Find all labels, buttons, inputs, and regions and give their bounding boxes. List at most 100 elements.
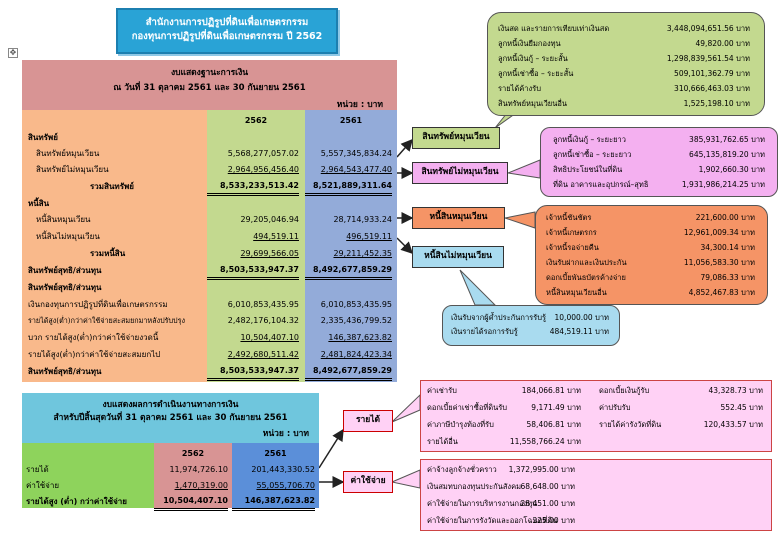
expense-callout: ค่าจ้างลูกจ้างชั่วคราว 1,372,995.00 บาทเง… [420,459,772,531]
row-label: รายได้สูง(ต่ำ)กว่าค่าใช้จ่ายสะสมยกไป [28,350,161,359]
callout-item-label: ดอกเบี้ยเงินกู้รับ [599,386,650,395]
callout-item-label: รายได้ค่ารังวัดที่ดิน [599,420,662,429]
revenue-label: รายได้ [343,410,393,432]
callout-item-label: ลูกหนี้เงินกู้ – ระยะยาว [553,135,626,144]
row-label: หนี้สิน [28,199,50,208]
callout-item-label: ค่าใช้จ่ายในการรังวัดและออกโฉนดที่ดิน [427,516,558,525]
callout-item-label: ค่าเช่ารับ [427,386,457,395]
income-period: สำหรับปีสิ้นสุดวันที่ 31 ตุลาคม 2561 และ… [53,413,288,423]
callout-item-value: 184,066.81 บาท [521,386,581,395]
callout-item-value: 552.45 บาท [720,403,763,412]
current-assets-label: สินทรัพย์หมุนเวียน [412,127,500,149]
callout-item-value: 385,931,762.65 บาท [689,135,765,144]
income-label-column [22,443,154,508]
row-value-2561: 29,211,452.35 [333,249,392,258]
row-value-2562: 29,699,566.05 [240,249,299,258]
row-value-2562: 2,482,176,104.32 [227,316,299,325]
callout-item-label: ลูกหนี้เงินยืมกองทุน [498,39,561,48]
callout-item-label: ลูกหนี้เช่าซื้อ – ระยะยาว [553,150,632,159]
balance-sheet-header: งบแสดงฐานะการเงิน ณ วันที่ 31 ตุลาคม 256… [22,60,397,110]
callout-item-value: 3,448,094,651.56 บาท [666,24,750,33]
income-unit: หน่วย : บาท [262,429,309,439]
callout-item-value: 1,902,660.30 บาท [698,165,765,174]
callout-item-value: 9,171.49 บาท [531,403,581,412]
callout-item-label: ค่าจ้างลูกจ้างชั่วคราว [427,465,497,474]
row-value-2561: 2,964,543,477.40 [320,165,392,174]
income-row-label: รายได้ [26,465,49,474]
callout-item-label: ลูกหนี้เช่าซื้อ – ระยะสั้น [498,69,574,78]
row-value-2562: 8,533,233,513.42 [207,180,299,196]
callout-item-value: 68,648.00 บาท [520,482,575,491]
callout-item-value: 11,558,766.24 บาท [509,437,581,446]
callout-item-label: สินทรัพย์หมุนเวียนอื่น [498,99,567,108]
callout-item-label: ที่ดิน อาคารและอุปกรณ์–สุทธิ [553,180,649,189]
callout-item-label: เงินสด และรายการเทียบเท่าเงินสด [498,24,610,33]
move-handle-icon[interactable]: ✥ [8,48,18,58]
title-line2: กองทุนการปฏิรูปที่ดินเพื่อเกษตรกรรม ปี 2… [131,31,323,42]
callout-item-value: 1,372,995.00 บาท [508,465,575,474]
callout-item-label: เงินรายได้รอการรับรู้ [451,327,518,336]
callout-item-label: รายได้อื่น [427,437,458,446]
callout-item-value: 1,931,986,214.25 บาท [681,180,765,189]
callout-item-label: เงินรับจากผู้ค้ำประกันการรับรู้ [451,313,546,322]
noncurrent-assets-callout: ลูกหนี้เงินกู้ – ระยะยาว 385,931,762.65 บ… [540,127,778,197]
row-value-2561: 2,335,436,799.52 [320,316,392,325]
current-liabilities-label: หนี้สินหมุนเวียน [412,207,505,229]
callout-item-value: 79,086.33 บาท [700,273,755,282]
row-value-2562: 6,010,853,435.95 [227,300,299,309]
callout-item-value: 11,056,583.30 บาท [683,258,755,267]
row-value-2561: 8,492,677,859.29 [305,264,392,280]
current-assets-callout: เงินสด และรายการเทียบเท่าเงินสด 3,448,094… [487,12,765,116]
balance-unit: หน่วย : บาท [336,100,383,110]
row-label: สินทรัพย์สุทธิ/ส่วนทุน [28,283,102,292]
row-value-2561: 8,492,677,859.29 [305,365,392,381]
callout-item-value: 310,666,463.03 บาท [674,84,750,93]
row-value-2561: 6,010,853,435.95 [320,300,392,309]
callout-item-value: 58,406.81 บาท [526,420,581,429]
row-value-2561: 8,521,889,311.64 [305,180,392,196]
callout-item-value: 120,433.57 บาท [703,420,763,429]
balance-col-2561-header: 2561 [339,116,363,125]
callout-item-value: 49,820.00 บาท [695,39,750,48]
callout-item-label: ดอกเบี้ยค่าเช่าซื้อที่ดินรับ [427,403,508,412]
callout-item-label: เงินรับฝากและเงินประกัน [546,258,627,267]
row-label: สินทรัพย์หมุนเวียน [36,149,100,158]
callout-item-label: หนี้สินหมุนเวียนอื่น [546,288,607,297]
balance-date: ณ วันที่ 31 ตุลาคม 2561 และ 30 กันยายน 2… [113,83,306,93]
title-line1: สำนักงานการปฏิรูปที่ดินเพื่อเกษตรกรรม [145,17,309,28]
noncurrent-liabilities-callout: เงินรับจากผู้ค้ำประกันการรับรู้10,000.00… [442,305,620,346]
callout-item-value: 34,300.14 บาท [700,243,755,252]
callout-item-label: สิทธิประโยชน์ในที่ดิน [553,165,623,174]
balance-label-column [22,110,207,382]
callout-item-value: 4,852,467.83 บาท [688,288,755,297]
balance-col-2562-header: 2562 [244,116,268,125]
callout-item-value: 509,101,362.79 บาท [674,69,750,78]
callout-item-value: 221,600.00 บาท [695,213,755,222]
callout-item-label: ค่าปรับรับ [599,403,631,412]
row-label: รายได้สูง(ต่ำ)กว่าค่าใช้จ่ายสะสมยกมาหลัง… [28,316,185,325]
callout-item-value: 225.00 บาท [532,516,575,525]
income-value-2562: 10,504,407.10 [154,495,228,511]
callout-item-label: ดอกเบี้ยพันธบัตรค้างจ่าย [546,273,626,282]
callout-item-value: 43,328.73 บาท [708,386,763,395]
row-label: รวมหนี้สิน [90,249,126,258]
income-col-2562-header: 2562 [181,449,205,458]
callout-item-value: 484,519.11 บาท [549,327,609,336]
row-value-2561: 146,387,623.82 [328,333,392,342]
callout-item-label: เงินสมทบกองทุนประกันสังคม [427,482,522,491]
row-label: บวก รายได้สูง(ต่ำ)กว่าค่าใช้จ่ายงวดนี้ [28,333,159,342]
table-row: สินทรัพย์ [28,133,58,142]
income-2561-column [232,443,319,508]
callout-item-label: รายได้ค้างรับ [498,84,541,93]
row-value-2562: 8,503,533,947.37 [207,365,299,381]
callout-item-label: ลูกหนี้เงินกู้ – ระยะสั้น [498,54,568,63]
title-box: สำนักงานการปฏิรูปที่ดินเพื่อเกษตรกรรม กอ… [116,8,338,54]
row-value-2562: 5,568,277,057.02 [227,149,299,158]
income-title: งบแสดงผลการดำเนินงานทางการเงิน [102,400,239,410]
noncurrent-assets-label: สินทรัพย์ไม่หมุนเวียน [412,162,508,184]
row-value-2561: 28,714,933.24 [333,215,392,224]
callout-item-label: เจ้าหนี้รอจ่ายคืน [546,243,599,252]
callout-item-label: เจ้าหนี้เกษตรกร [546,228,597,237]
row-value-2561: 2,481,824,423.34 [320,350,392,359]
income-col-2561-header: 2561 [264,449,287,458]
